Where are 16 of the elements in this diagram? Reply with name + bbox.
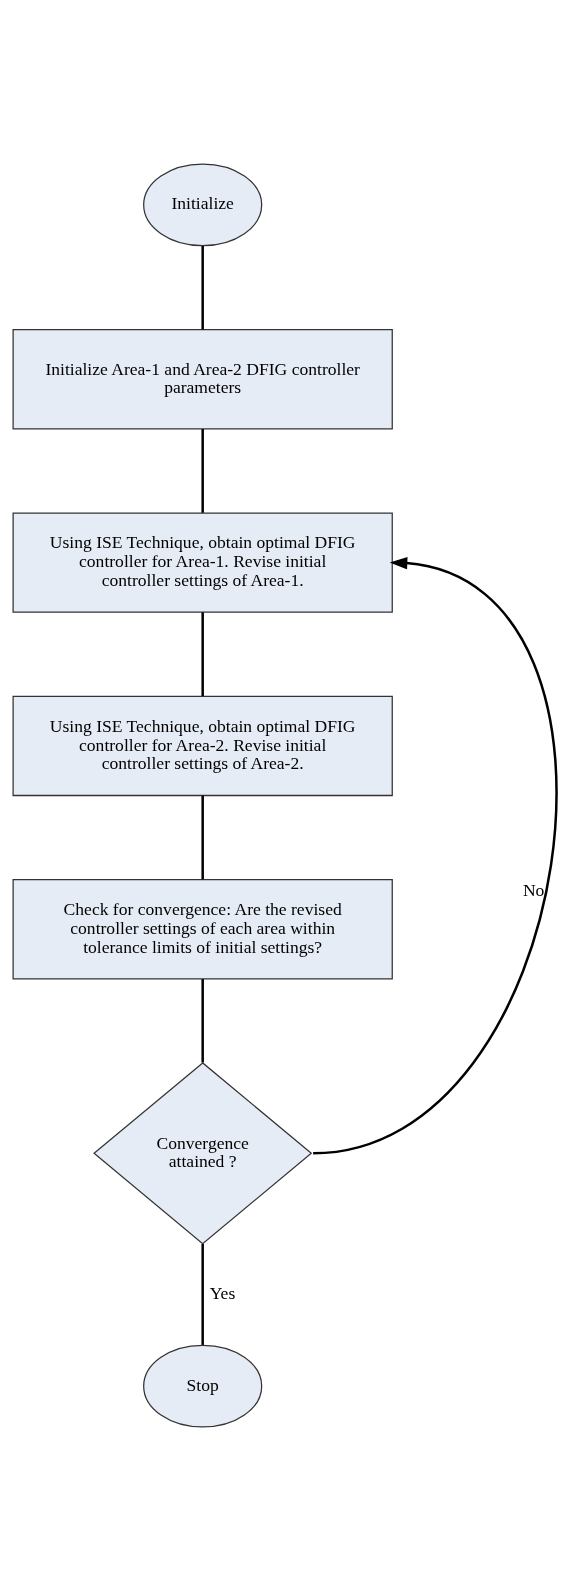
arrow: [312, 556, 558, 1155]
edge-label: Yes: [209, 1282, 236, 1303]
node-box: Check for convergence: Are the revised controller settings of each area within tolerance limits of initial settings?: [12, 878, 393, 979]
connector: [201, 428, 204, 513]
node-ellipse: Stop: [143, 1344, 263, 1428]
node-ellipse: Initialize: [143, 162, 263, 246]
connector: [201, 1243, 204, 1345]
node-box: Using ISE Technique, obtain optimal DFIG controller for Area-1. Revise initial controller settings of Area-1.: [12, 511, 393, 613]
edge-label: No: [522, 879, 545, 900]
node-box: Using ISE Technique, obtain optimal DFIG controller for Area-2. Revise initial controller settings of Area-2.: [12, 695, 393, 796]
connector: [201, 978, 204, 1062]
connector: [201, 611, 204, 696]
node-box: Initialize Area-1 and Area-2 DFIG controller parameters: [12, 328, 393, 430]
connector: [201, 245, 204, 329]
connector: [201, 795, 204, 879]
node-diamond: Convergence attained ?: [93, 1061, 313, 1244]
